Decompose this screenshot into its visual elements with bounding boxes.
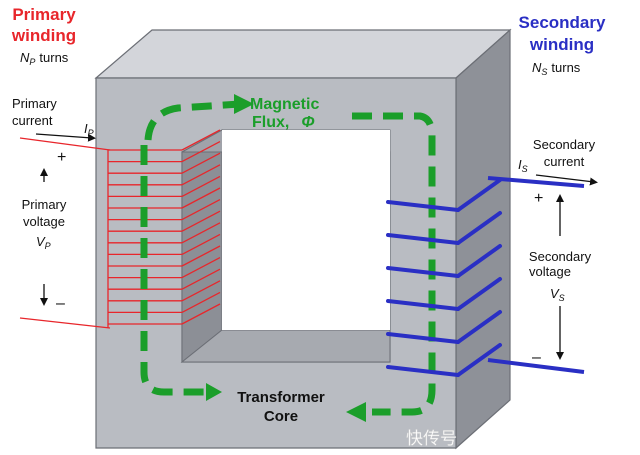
- primary-plus-sign: +: [57, 149, 66, 166]
- primary-minus-sign: –: [56, 295, 65, 312]
- core-window-left-face: [181, 129, 223, 364]
- secondary-coil-turn: [386, 200, 460, 212]
- secondary-coil-turn: [386, 233, 460, 245]
- secondary-coil-turn-side: [456, 310, 502, 344]
- transformer-core-label-line2: Core: [264, 408, 298, 425]
- secondary-lead-top: [487, 176, 585, 188]
- secondary-current-label-line2: current: [544, 154, 585, 169]
- secondary-coil-turn-side: [456, 244, 502, 278]
- core-top-face: [94, 29, 512, 79]
- primary-lead-top: [19, 137, 111, 151]
- flux-arrowhead-bottom-right: [346, 402, 366, 422]
- primary-coil-turn-side: [181, 245, 221, 267]
- magnetic-flux-path: [140, 94, 436, 422]
- flux-arrowhead-top: [234, 94, 254, 114]
- secondary-current-label-line1: Secondary: [533, 137, 596, 152]
- secondary-coil-turn-side: [456, 211, 502, 245]
- primary-coil-turn-side: [181, 210, 221, 232]
- secondary-winding-title-line2: winding: [529, 35, 594, 54]
- secondary-coil-turn: [386, 266, 460, 278]
- secondary-plus-sign: +: [534, 190, 543, 207]
- primary-coil-turn-side: [181, 187, 221, 209]
- primary-coil-turn-side: [181, 129, 221, 151]
- secondary-coil-turn: [386, 299, 460, 311]
- secondary-lead-bottom: [487, 358, 585, 374]
- flux-arrowhead-bottom-left: [206, 383, 222, 401]
- secondary-coil-turn: [386, 332, 460, 344]
- primary-coil-turn-side: [181, 164, 221, 186]
- primary-current-label-line2: current: [12, 113, 53, 128]
- primary-coil-turn-side: [181, 233, 221, 255]
- primary-winding-title-line2: winding: [11, 26, 76, 45]
- primary-coil-turn-side: [181, 257, 221, 279]
- primary-voltage-symbol: VP: [36, 234, 51, 251]
- transformer-core-label-line1: Transformer: [237, 389, 325, 406]
- primary-current-symbol: IP: [84, 121, 94, 138]
- primary-coil-turn-side: [181, 268, 221, 290]
- secondary-current-symbol: IS: [518, 157, 528, 174]
- primary-winding-title-line1: Primary: [12, 5, 76, 24]
- primary-winding: [19, 129, 221, 329]
- secondary-voltage-symbol: VS: [550, 286, 565, 303]
- primary-coil-turn-side: [181, 141, 221, 163]
- primary-current-arrow: [35, 133, 96, 142]
- primary-coil-turn-side: [181, 175, 221, 197]
- core-window-opening: [222, 130, 390, 330]
- secondary-minus-sign: –: [532, 349, 541, 366]
- primary-voltage-label-line1: Primary: [22, 197, 67, 212]
- secondary-voltage-label-line2: voltage: [529, 264, 571, 279]
- secondary-coil-turn: [386, 365, 460, 377]
- secondary-coil-turn-side: [456, 343, 502, 377]
- primary-lead-bottom: [19, 317, 111, 329]
- secondary-coil-turn-side: [456, 277, 502, 311]
- primary-coil-turn-side: [181, 199, 221, 221]
- secondary-winding-title-line1: Secondary: [519, 13, 606, 32]
- secondary-winding: [386, 176, 585, 377]
- magnetic-flux-label-line1: Magnetic: [250, 96, 319, 113]
- magnetic-flux-label-line2: Flux,Φ: [252, 114, 315, 131]
- primary-coil-turn-side: [181, 280, 221, 302]
- primary-coil-turn-side: [181, 222, 221, 244]
- primary-voltage-label-line2: voltage: [23, 214, 65, 229]
- watermark-text: 快传号: [406, 429, 457, 448]
- transformer-core: [94, 28, 512, 450]
- primary-coil-turn-side: [181, 152, 221, 174]
- primary-current-label-line1: Primary: [12, 96, 57, 111]
- secondary-coil-turn-side: [456, 178, 502, 212]
- primary-coil-turn-side: [181, 291, 221, 313]
- primary-coil-turn-side: [181, 303, 221, 325]
- secondary-voltage-label-line1: Secondary: [529, 249, 592, 264]
- secondary-current-arrow: [535, 174, 598, 186]
- secondary-coils: [386, 178, 502, 377]
